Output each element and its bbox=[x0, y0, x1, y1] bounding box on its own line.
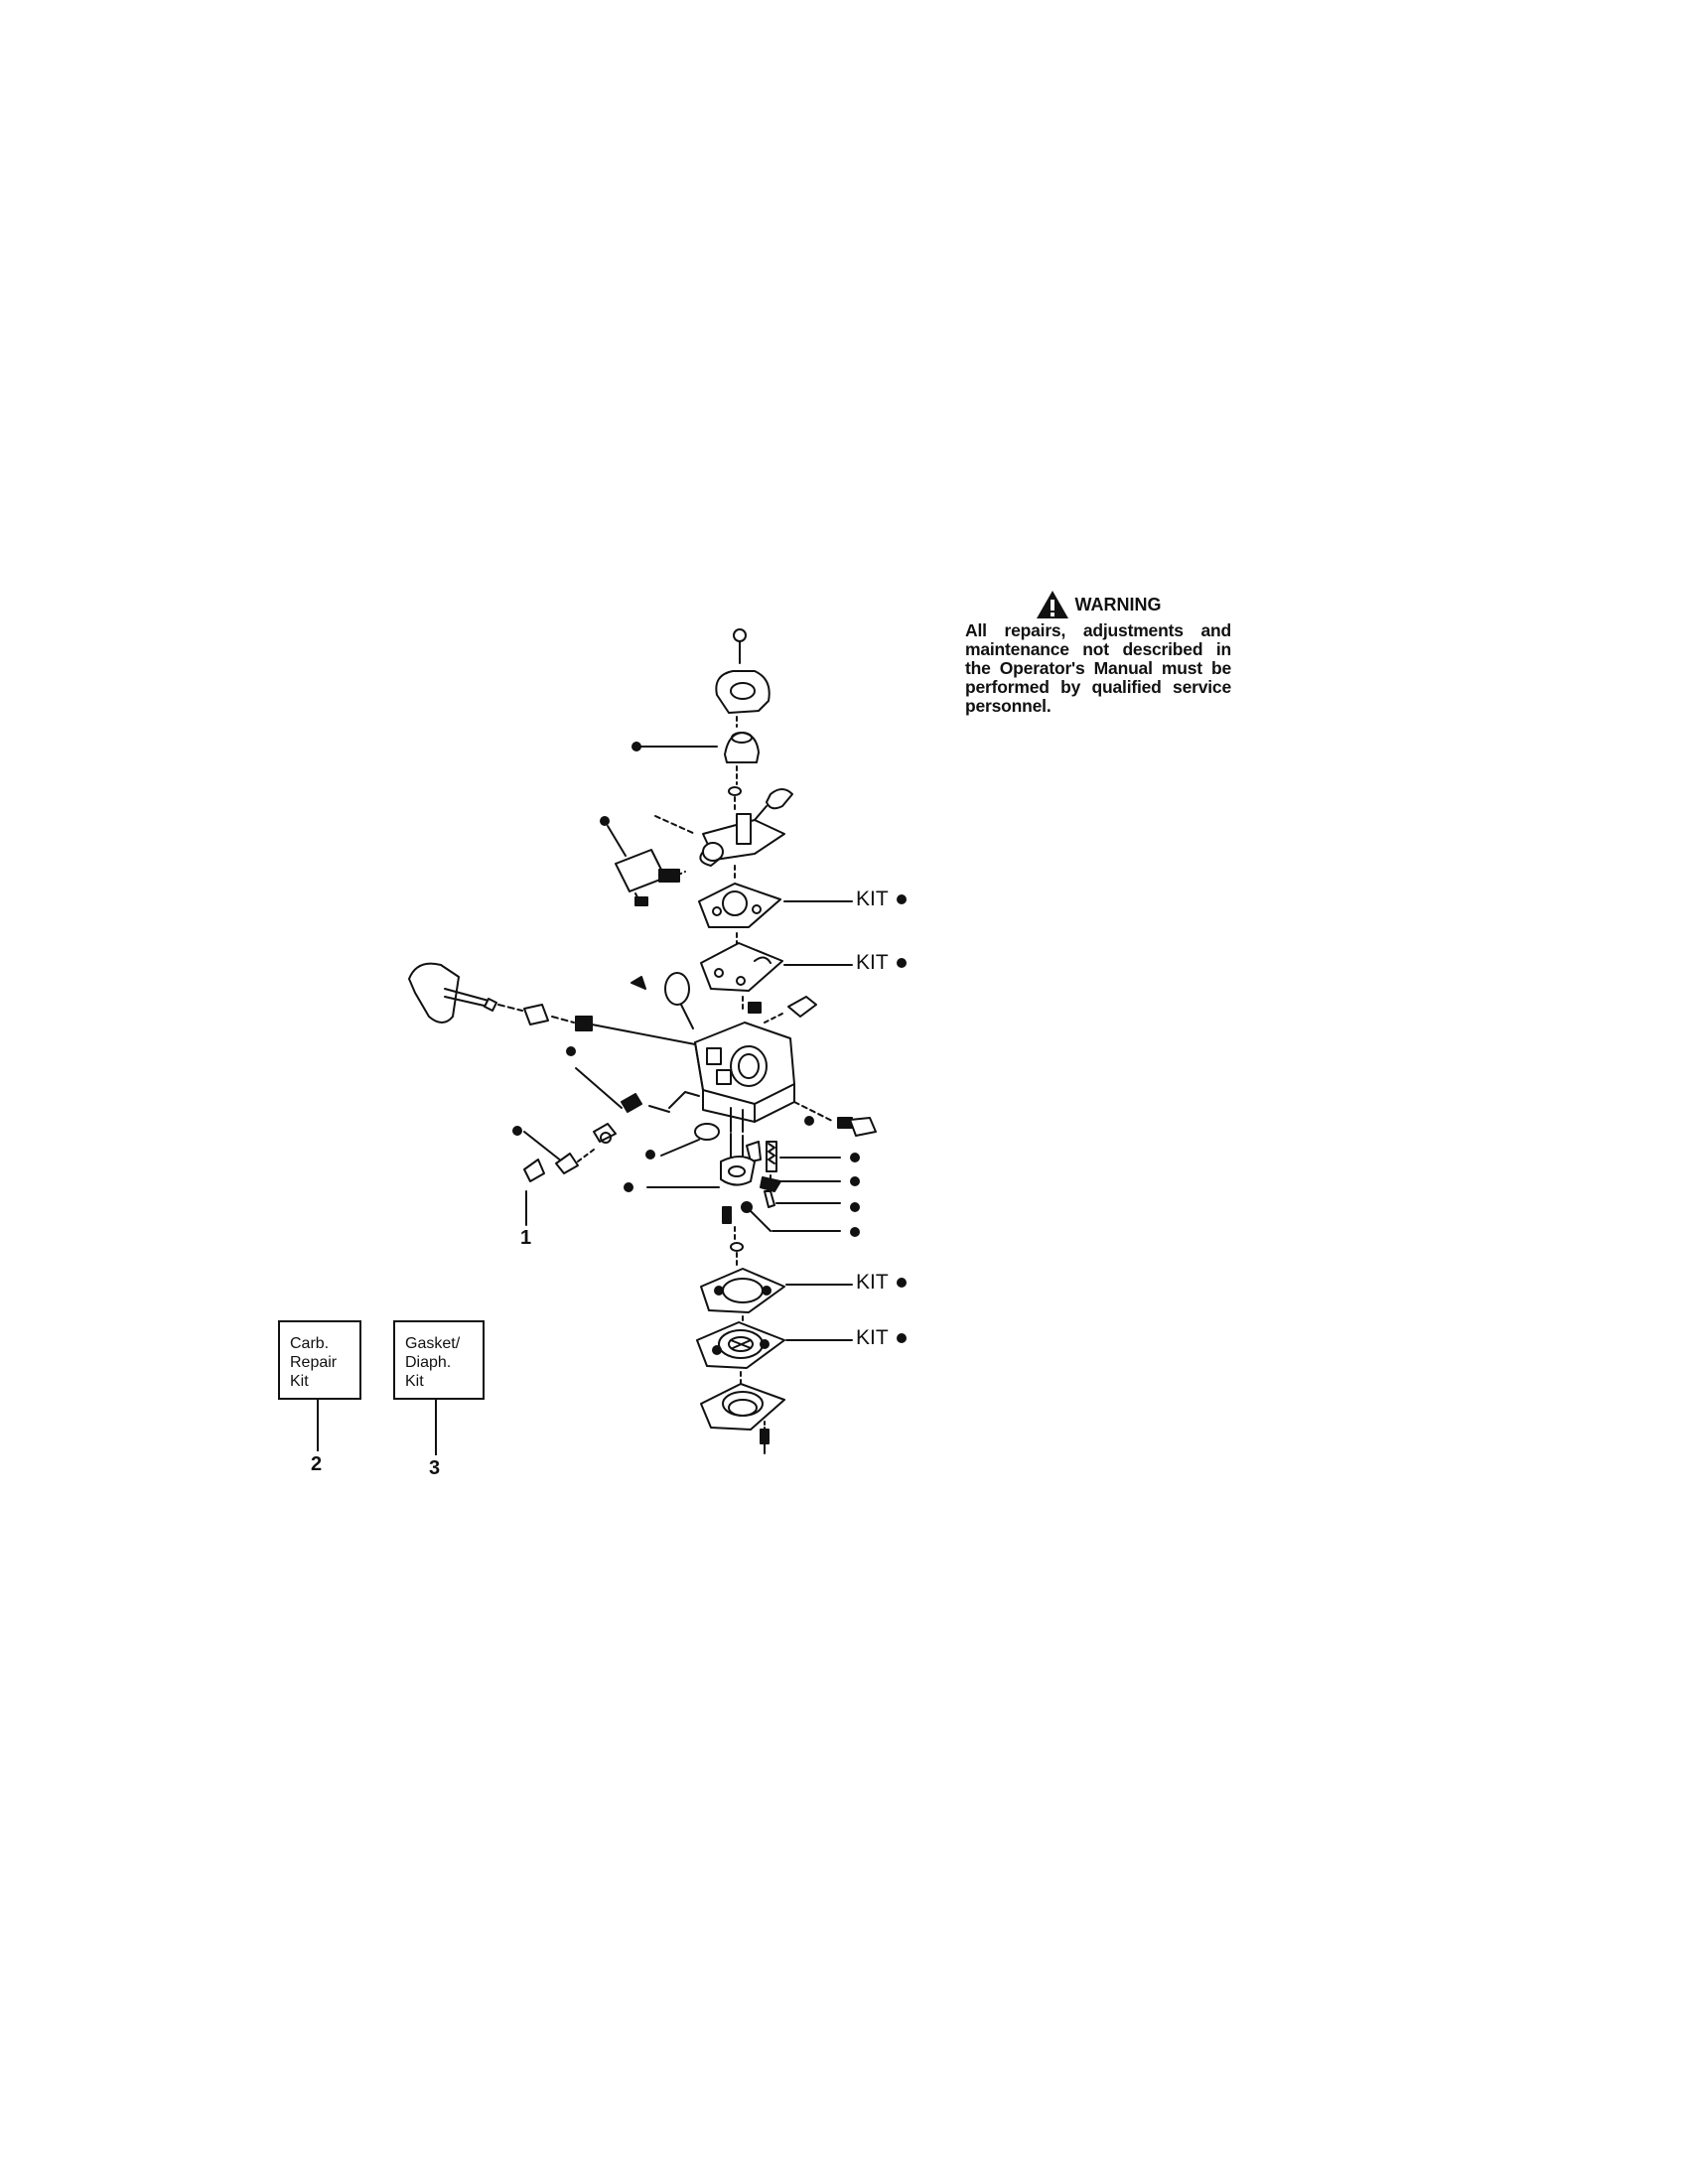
carburetor-body bbox=[694, 1022, 795, 1133]
kit-callout-label: KIT bbox=[856, 1271, 889, 1294]
bullet-icon bbox=[850, 1227, 860, 1237]
warning-header: WARNING bbox=[965, 590, 1231, 619]
gasket-diaph-kit-box: Gasket/ Diaph. Kit bbox=[393, 1320, 485, 1400]
kit-callout-label: KIT bbox=[856, 887, 889, 910]
kit-box-line: Gasket/ bbox=[405, 1335, 461, 1352]
leader-line bbox=[435, 1400, 437, 1455]
bullet-icon bbox=[896, 894, 907, 904]
kit-callout: KIT bbox=[856, 951, 907, 975]
pump-gasket bbox=[698, 883, 853, 954]
metering-diaphragm bbox=[696, 1321, 853, 1385]
top-screw bbox=[733, 628, 747, 664]
bullet-icon bbox=[624, 1182, 633, 1192]
kit-callout: KIT bbox=[856, 887, 907, 911]
throttle-lever bbox=[408, 962, 696, 1045]
pump-cover bbox=[715, 670, 771, 728]
idle-card bbox=[607, 825, 686, 906]
fuel-fitting bbox=[748, 996, 817, 1024]
kit-callout-label: KIT bbox=[856, 1326, 889, 1349]
kit-callout-label: KIT bbox=[856, 951, 889, 974]
pump-diaphragm bbox=[700, 942, 853, 1014]
bullet-icon bbox=[645, 1150, 655, 1160]
warning-text: All repairs, adjustments and maintenance… bbox=[965, 620, 1231, 716]
metering-gasket bbox=[700, 1268, 853, 1327]
idle-screw bbox=[793, 1101, 877, 1137]
lever-assembly bbox=[654, 788, 793, 883]
reference-number: 3 bbox=[429, 1457, 441, 1479]
kit-callout: KIT bbox=[856, 1326, 907, 1350]
kit-box-line: Kit bbox=[290, 1373, 309, 1390]
bullet-icon bbox=[896, 1333, 907, 1343]
carb-repair-kit-box: Carb. Repair Kit bbox=[278, 1320, 361, 1400]
bullet-icon bbox=[566, 1046, 576, 1056]
kit-box-line: Carb. bbox=[290, 1335, 330, 1352]
needle-group bbox=[646, 1123, 841, 1268]
kit-box-line: Kit bbox=[405, 1373, 424, 1390]
bullet-icon bbox=[896, 1278, 907, 1288]
bullet-icon bbox=[600, 816, 610, 826]
bullet-icon bbox=[804, 1116, 814, 1126]
bullet-icon bbox=[850, 1153, 860, 1162]
bullet-icon bbox=[632, 742, 641, 751]
bullet-icon bbox=[850, 1176, 860, 1186]
bullet-icon bbox=[512, 1126, 522, 1136]
kit-box-line: Diaph. bbox=[405, 1354, 452, 1371]
throttle-plate bbox=[631, 972, 694, 1029]
warning-title: WARNING bbox=[1074, 594, 1162, 614]
metering-cover bbox=[700, 1383, 785, 1454]
adjust-screws bbox=[523, 1067, 700, 1226]
bullet-icon bbox=[896, 958, 907, 968]
warning-triangle-icon bbox=[1036, 591, 1068, 618]
reference-number: 1 bbox=[520, 1227, 532, 1249]
reference-number: 2 bbox=[311, 1453, 323, 1475]
leader-line bbox=[317, 1400, 319, 1451]
kit-callout: KIT bbox=[856, 1271, 907, 1295]
warning-notice: WARNING All repairs, adjustments and mai… bbox=[965, 590, 1231, 716]
kit-box-line: Repair bbox=[290, 1354, 338, 1371]
bullet-icon bbox=[850, 1202, 860, 1212]
primer-bulb bbox=[634, 732, 760, 785]
